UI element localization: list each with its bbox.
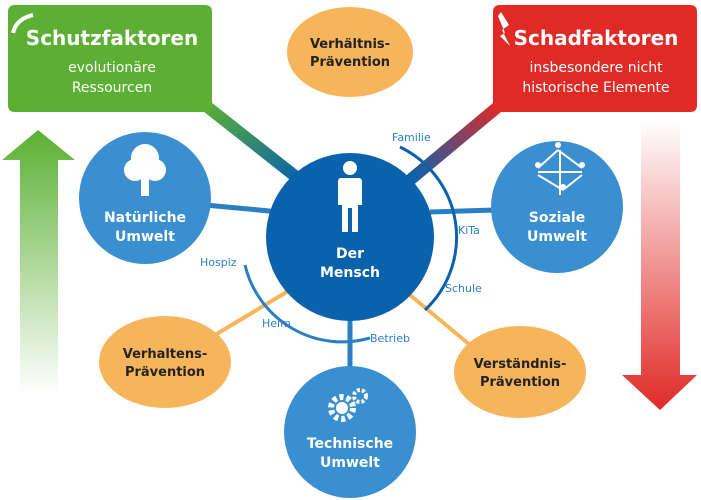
- node-label: Verständnis-: [474, 357, 567, 372]
- node-verhaeltnis-praevention[interactable]: Verhältnis- Prävention: [287, 7, 413, 97]
- node-soziale-umwelt[interactable]: Soziale Umwelt: [491, 141, 623, 273]
- label-betrieb: Betrieb: [370, 332, 410, 345]
- protective-arrow-up: [2, 130, 75, 395]
- node-label: Verhältnis-: [310, 37, 390, 52]
- label-heim: Heim: [262, 317, 291, 330]
- node-label: Technische: [307, 436, 393, 452]
- node-verhaltens-praevention[interactable]: Verhaltens- Prävention: [99, 316, 231, 408]
- schutz-line1: evolutionäre: [68, 60, 156, 76]
- node-label: Soziale: [529, 210, 585, 226]
- schad-title: Schadfaktoren: [514, 26, 679, 50]
- person-icon: [338, 161, 362, 232]
- lightning-icon: [498, 12, 510, 46]
- schutz-line2: Ressourcen: [72, 80, 152, 96]
- schad-line2: historische Elemente: [522, 80, 669, 96]
- node-technische-umwelt[interactable]: Technische Umwelt: [284, 366, 416, 498]
- connectors: [201, 95, 504, 370]
- label-kita: KiTa: [458, 224, 480, 237]
- node-label: Umwelt: [115, 229, 175, 245]
- node-label: Prävention: [310, 55, 390, 70]
- center-der-mensch[interactable]: Der Mensch: [266, 153, 434, 321]
- tree-icon: [124, 144, 166, 196]
- label-hospiz: Hospiz: [200, 256, 237, 269]
- schadfaktoren-box: Schadfaktoren insbesondere nicht histori…: [493, 5, 697, 112]
- node-label: Natürliche: [104, 210, 186, 226]
- label-familie: Familie: [392, 131, 431, 144]
- node-label: Umwelt: [320, 455, 380, 471]
- schutz-title: Schutzfaktoren: [26, 26, 198, 50]
- center-label: Mensch: [320, 265, 380, 281]
- label-schule: Schule: [445, 282, 482, 295]
- node-label: Verhaltens-: [123, 347, 207, 362]
- schutzfaktoren-box: Schutzfaktoren evolutionäre Ressourcen: [8, 5, 212, 112]
- center-label: Der: [336, 246, 364, 262]
- gears-icon: [328, 388, 368, 422]
- people-network-icon: [535, 142, 585, 195]
- node-label: Prävention: [125, 365, 205, 380]
- harm-arrow-down: [622, 120, 697, 410]
- node-verstaendnis-praevention[interactable]: Verständnis- Prävention: [454, 326, 586, 418]
- node-label: Prävention: [480, 375, 560, 390]
- node-natuerliche-umwelt[interactable]: Natürliche Umwelt: [79, 132, 211, 264]
- schad-line1: insbesondere nicht: [529, 60, 663, 76]
- arc-icon: [11, 13, 34, 34]
- node-label: Umwelt: [527, 229, 587, 245]
